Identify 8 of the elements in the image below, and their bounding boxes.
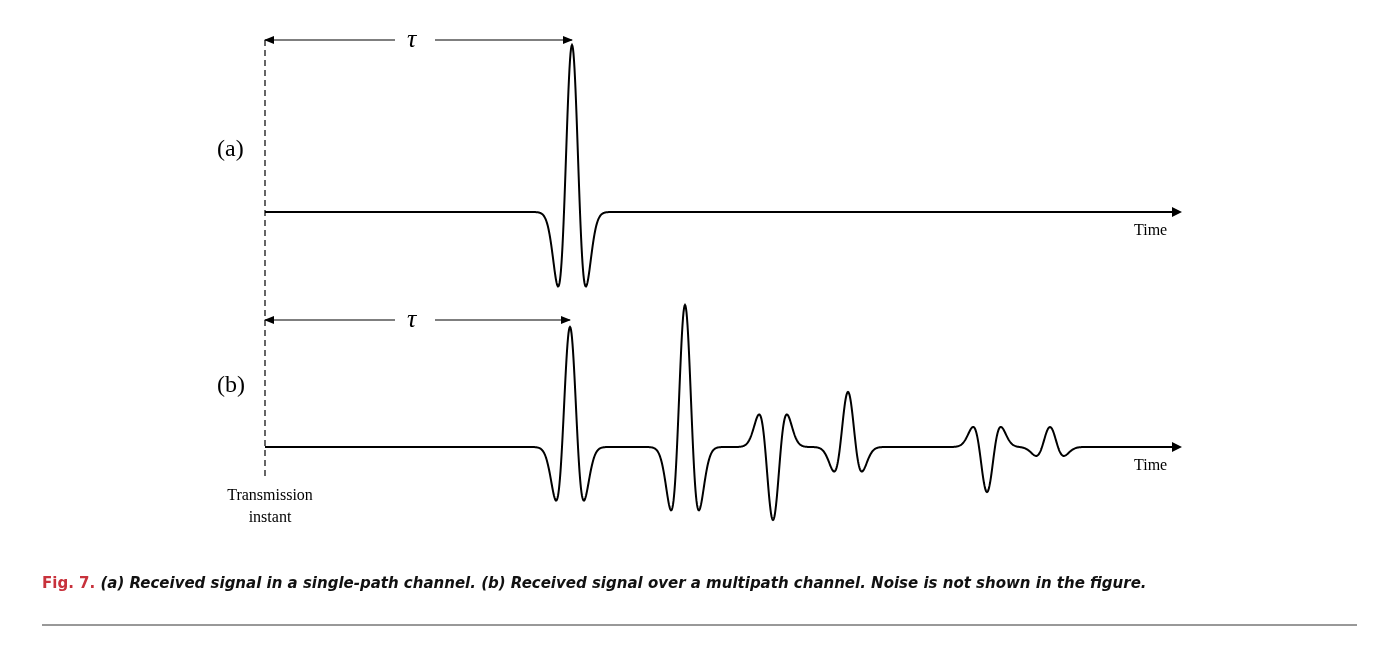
axis-label: Time: [1134, 222, 1168, 238]
delay-symbol: τ: [407, 26, 417, 52]
panel-label: (b): [217, 372, 245, 396]
figure-caption: Fig. 7. (a) Received signal in a single-path channel. (b) Received signal over a multipath channel. Noise is not shown in the figure.: [42, 574, 1147, 592]
reference-label: Transmission instant: [226, 485, 314, 527]
axis-label: Time: [1134, 457, 1168, 473]
delay-symbol: τ: [407, 306, 417, 332]
panel-label: (a): [217, 136, 244, 160]
